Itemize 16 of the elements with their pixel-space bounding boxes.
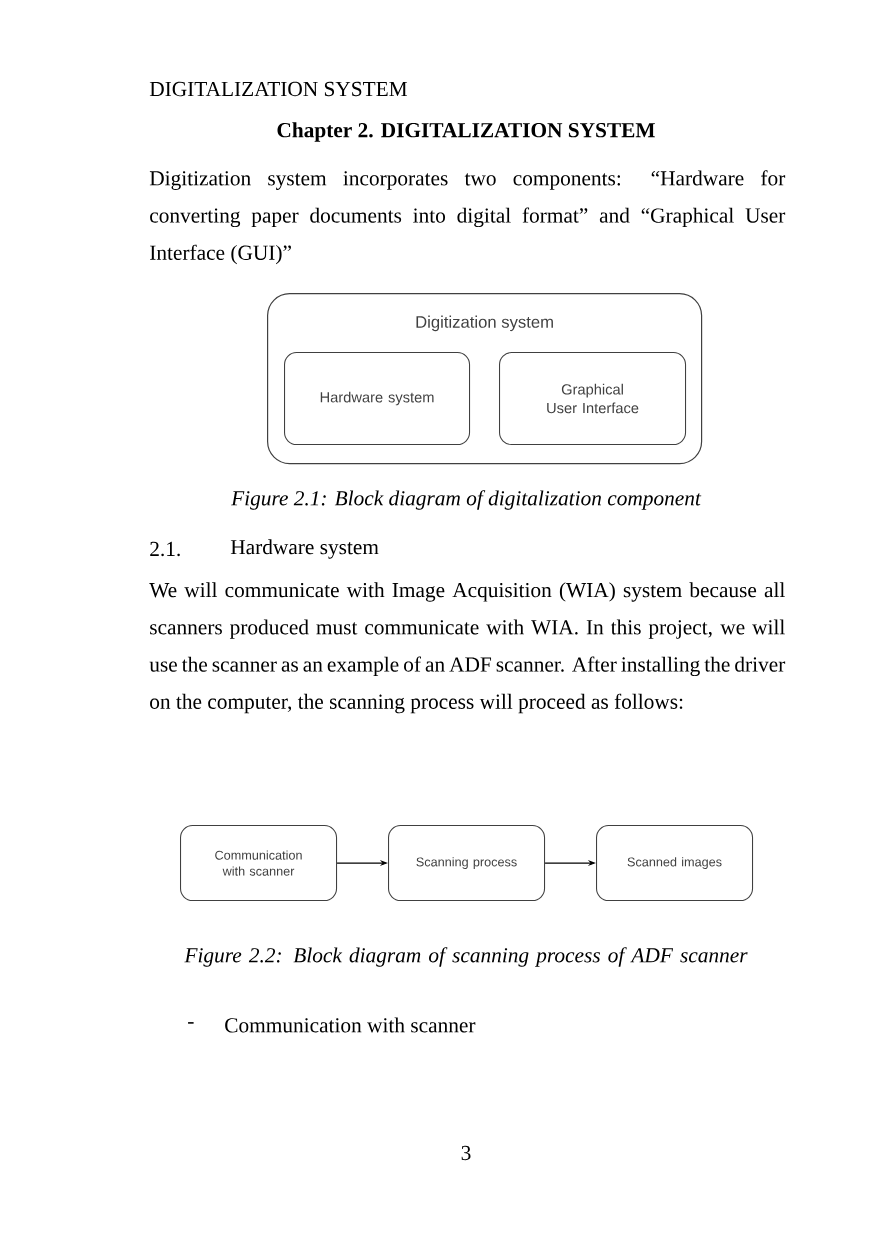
- process-box: Scanning process: [388, 825, 546, 902]
- figure-caption: Figure 2.1: Block diagram of digitalization component: [231, 490, 702, 510]
- running-header: DIGITALIZATION SYSTEM: [149, 81, 408, 97]
- section-heading: Hardware system: [230, 539, 379, 559]
- list-bullet: -: [188, 1022, 194, 1024]
- process-box: Scanned images: [596, 825, 754, 902]
- process-box: Graphical User Interface: [499, 352, 687, 446]
- page-number: 3: [461, 1145, 471, 1161]
- figure-caption: Figure 2.2: Block diagram of scanning process of ADF scanner: [184, 947, 748, 967]
- chapter-heading: Chapter 2. DIGITALIZATION SYSTEM: [277, 122, 655, 142]
- paragraph: We will communicate with Image Acquisition (WIA) system because all scanners produced must communicate with WIA. In this project, we will use the scanner as an example of an ADF scanner. After installing the driver on the computer, the scanning process will proceed as follows:: [149, 582, 786, 714]
- list-item: Communication with scanner: [225, 1017, 476, 1033]
- paragraph: Digitization system incorporates two components: “Hardware for converting paper documents into digital format” and “Graphical User Interface (GUI)”: [149, 170, 786, 265]
- section-number: 2.1.: [150, 541, 180, 557]
- process-box: Hardware system: [284, 352, 471, 446]
- process-box: Communication with scanner: [180, 825, 338, 902]
